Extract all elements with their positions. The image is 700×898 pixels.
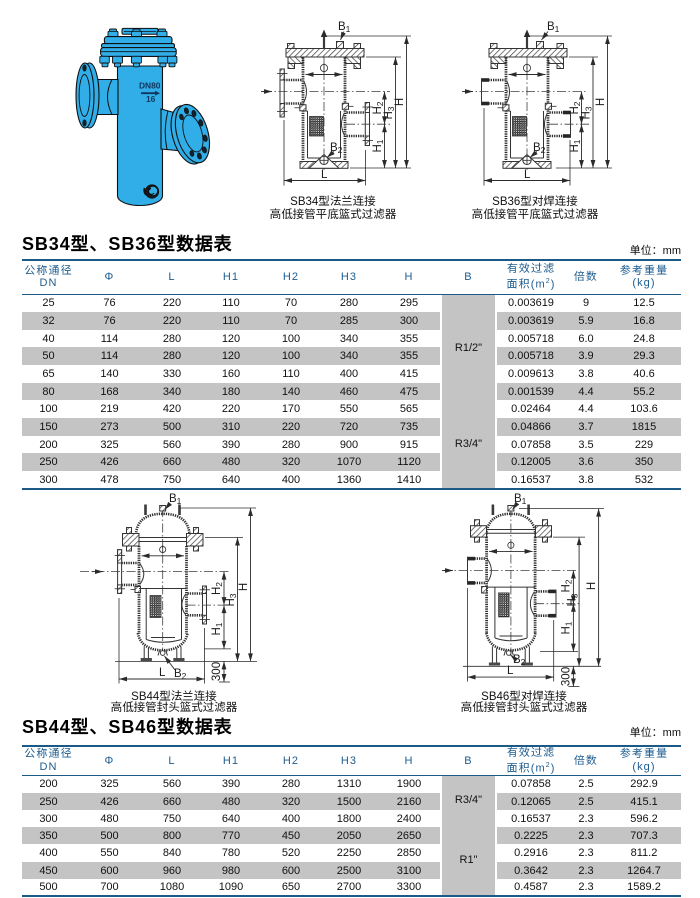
svg-text:300: 300 [211, 662, 223, 681]
svg-text:H: H [238, 583, 250, 591]
svg-text:H3: H3 [225, 593, 238, 606]
svg-text:H1: H1 [211, 622, 224, 635]
svg-text:H2: H2 [372, 101, 385, 114]
svg-text:SB36型对焊连接: SB36型对焊连接 [492, 195, 578, 208]
svg-text:L: L [321, 169, 328, 181]
svg-text:H1: H1 [372, 139, 385, 152]
svg-text:L: L [507, 665, 514, 677]
svg-text:高低接管平底篮式过滤器: 高低接管平底篮式过滤器 [472, 207, 599, 221]
svg-text:H: H [586, 582, 598, 590]
svg-text:高低接管平底篮式过滤器: 高低接管平底篮式过滤器 [270, 207, 397, 221]
svg-text:H1: H1 [561, 621, 574, 634]
svg-text:B2: B2 [513, 654, 526, 667]
svg-text:300: 300 [561, 667, 573, 686]
svg-text:H3: H3 [581, 106, 594, 119]
svg-text:H2: H2 [561, 579, 574, 592]
svg-text:L: L [159, 667, 166, 679]
svg-text:H: H [394, 98, 406, 106]
svg-text:SB46型对焊连接: SB46型对焊连接 [481, 690, 567, 703]
svg-text:DN80: DN80 [139, 81, 161, 91]
svg-text:SB34型法兰连接: SB34型法兰连接 [290, 195, 376, 208]
svg-text:高低接管封头篮式过滤器: 高低接管封头篮式过滤器 [461, 700, 588, 714]
svg-text:16: 16 [146, 94, 156, 104]
svg-text:B1: B1 [547, 21, 560, 34]
svg-text:H1: H1 [569, 139, 582, 152]
svg-text:H3: H3 [383, 106, 396, 119]
svg-text:高低接管封头篮式过滤器: 高低接管封头篮式过滤器 [111, 700, 238, 714]
svg-text:B1: B1 [169, 493, 182, 506]
svg-text:SB44型法兰连接: SB44型法兰连接 [131, 690, 217, 703]
svg-text:H: H [595, 98, 607, 106]
svg-text:H3: H3 [567, 593, 580, 606]
svg-text:B1: B1 [514, 493, 527, 506]
svg-text:H2: H2 [569, 101, 582, 114]
svg-text:H2: H2 [211, 582, 224, 595]
svg-text:B1: B1 [338, 21, 351, 34]
svg-text:L: L [524, 169, 531, 181]
